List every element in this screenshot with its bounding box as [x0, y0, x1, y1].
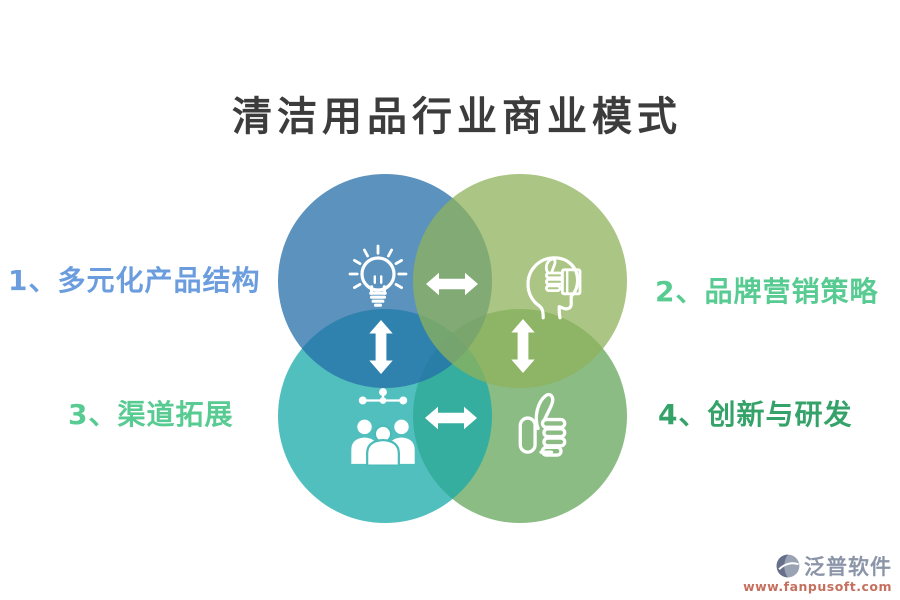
team-network-icon — [351, 388, 415, 466]
label-diversified-product-structure: 1、多元化产品结构 — [8, 264, 261, 297]
label-channel-expansion: 3、渠道拓展 — [68, 398, 234, 431]
head-thumbs-up-icon — [526, 256, 582, 320]
double-arrow-vertical-right — [511, 319, 535, 373]
thumbs-up-icon — [518, 392, 567, 457]
watermark: 泛普软件 www.fanpusoft.com — [743, 551, 892, 594]
double-arrow-horizontal-bottom — [425, 406, 477, 430]
double-arrow-vertical-left — [369, 320, 393, 374]
page-title: 清洁用品行业商业模式 — [232, 94, 682, 140]
label-innovation-rnd: 4、创新与研发 — [658, 398, 853, 431]
watermark-brand: 泛普软件 — [804, 555, 892, 579]
label-brand-marketing-strategy: 2、品牌营销策略 — [655, 275, 879, 308]
fanpu-logo-icon — [776, 554, 800, 578]
double-arrow-horizontal-top — [426, 272, 478, 296]
watermark-url: www.fanpusoft.com — [743, 579, 892, 594]
lightbulb-icon — [348, 244, 408, 307]
